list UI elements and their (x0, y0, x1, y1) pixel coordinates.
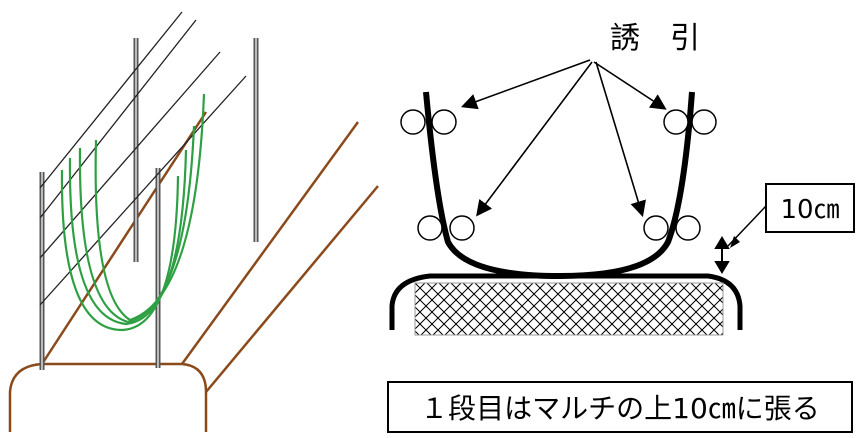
ring (663, 109, 689, 135)
bed-side-edge (205, 185, 379, 393)
vine (60, 169, 180, 332)
arrow (593, 61, 667, 110)
wire (39, 75, 247, 306)
ring (400, 109, 426, 135)
vine (94, 93, 206, 322)
support-poles (39, 38, 259, 370)
ring (643, 215, 669, 241)
arrow (476, 61, 593, 217)
cross-section-illustration (389, 59, 767, 336)
ring (691, 109, 717, 135)
wire (39, 51, 221, 259)
bed-front-mound (8, 362, 208, 432)
height-dimension (714, 205, 767, 274)
bed-inner-edge (40, 111, 208, 365)
trellis-wires (39, 11, 247, 306)
arrow (595, 61, 646, 218)
guide-label: 誘 引 (610, 21, 700, 56)
ring (431, 109, 457, 135)
arrow (460, 59, 591, 110)
caption-box: １段目はマルチの上10㎝に張る (387, 381, 853, 433)
plant-stem-u (423, 91, 695, 280)
guide-arrows (460, 59, 667, 218)
bed-hatch (414, 282, 724, 336)
height-label: 10㎝ (780, 195, 839, 225)
caption-text: １段目はマルチの上10㎝に張る (420, 392, 820, 425)
wire (39, 11, 183, 189)
ring (417, 215, 443, 241)
wire-rings (400, 109, 717, 241)
bed-top-edge (180, 121, 360, 365)
vine (68, 149, 188, 326)
height-label-box: 10㎝ (765, 183, 855, 233)
vine (78, 125, 196, 324)
vines (60, 93, 206, 332)
perspective-bed-illustration (8, 11, 379, 432)
wire (39, 19, 197, 219)
ring (449, 215, 475, 241)
ring (675, 215, 701, 241)
